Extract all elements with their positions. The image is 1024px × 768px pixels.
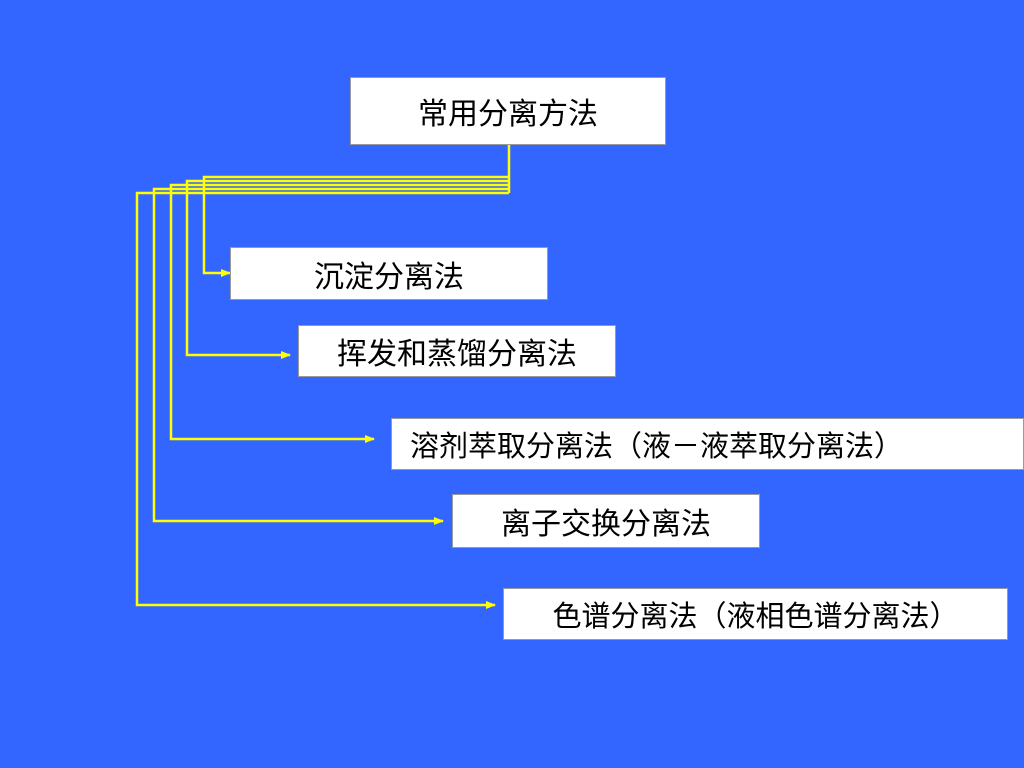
method-label: 挥发和蒸馏分离法 (337, 337, 577, 372)
connector-to-method-1 (202, 175, 509, 277)
method-box-chromatography: 色谱分离法（液相色谱分离法） (503, 588, 1008, 640)
method-label: 溶剂萃取分离法（液－液萃取分离法） (410, 429, 904, 463)
method-label: 离子交换分离法 (501, 507, 711, 542)
method-box-solvent-extraction: 溶剂萃取分离法（液－液萃取分离法） (391, 418, 1024, 470)
method-box-volatilization-distillation: 挥发和蒸馏分离法 (298, 325, 616, 377)
method-label: 沉淀分离法 (314, 259, 464, 295)
connector-to-method-4 (152, 187, 509, 525)
connector-to-method-3 (169, 183, 509, 443)
method-box-ion-exchange: 离子交换分离法 (452, 494, 760, 548)
connector-to-method-2 (185, 179, 509, 359)
root-box: 常用分离方法 (350, 77, 666, 145)
method-box-precipitation: 沉淀分离法 (230, 247, 548, 300)
connector-to-method-5 (135, 191, 509, 609)
root-label: 常用分离方法 (418, 97, 598, 132)
method-label: 色谱分离法（液相色谱分离法） (552, 599, 959, 633)
